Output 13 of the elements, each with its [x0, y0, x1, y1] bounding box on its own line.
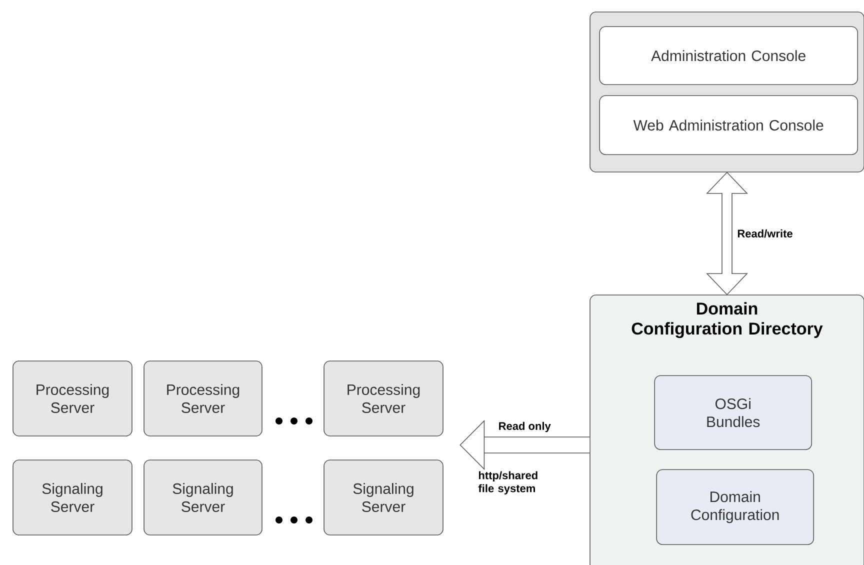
configuration-box: Domain Configuration [656, 469, 814, 545]
server-box: Signaling Server [324, 460, 444, 536]
edge-label: Read/write [738, 229, 792, 238]
protocol-label: http/shared file system [478, 471, 538, 494]
server-box: Processing Server [324, 360, 444, 436]
server-box: Signaling Server [12, 460, 132, 536]
server-box: Processing Server [144, 360, 262, 436]
server-box: Processing Server [12, 360, 132, 436]
console-box: Administration Console [599, 26, 858, 85]
console-box: Web Administration Console [599, 95, 858, 155]
edge-label: Read only [499, 422, 551, 432]
bundle-box: OSGi Bundles [654, 375, 812, 450]
server-box: Signaling Server [144, 460, 262, 536]
